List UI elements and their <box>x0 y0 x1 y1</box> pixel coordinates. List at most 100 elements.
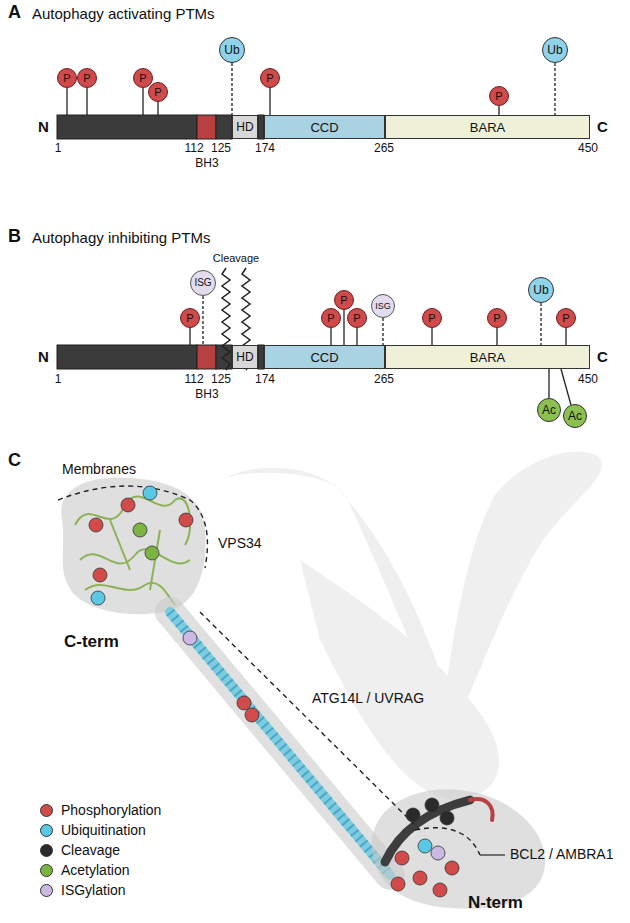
illustration-shape <box>110 520 160 590</box>
illustration-shape <box>445 861 459 875</box>
node-text: Ub <box>533 284 548 296</box>
region-label: VPS34 <box>218 535 262 551</box>
phospho-circle: P <box>556 308 576 328</box>
legend-row: Cleavage <box>40 842 120 858</box>
hd-domain: HD <box>232 115 258 139</box>
illustration-shape <box>433 883 447 897</box>
node-text: CCD <box>310 351 338 364</box>
helix <box>170 612 390 875</box>
illustration-shape <box>200 612 420 830</box>
illustration-shape <box>496 328 497 345</box>
legend-row: Ubiquitination <box>40 822 146 838</box>
terminus-label: N <box>38 118 49 135</box>
node-text: ISG <box>194 278 211 288</box>
phospho-circle: P <box>57 68 77 88</box>
illustration-shape <box>415 828 480 855</box>
node-text: CCD <box>310 121 338 134</box>
illustration-shape <box>237 696 251 710</box>
illustration-shape <box>413 871 427 885</box>
panel-letter: A <box>8 2 21 23</box>
node-text: P <box>83 73 90 84</box>
illustration-shape <box>470 799 493 820</box>
illustration-shape <box>121 498 135 512</box>
illustration-shape <box>197 345 216 369</box>
region-outlines <box>58 486 480 855</box>
ccd-domain: CCD <box>264 345 385 369</box>
illustration-shape <box>216 115 232 139</box>
legend-swatch <box>40 884 53 897</box>
node-text: P <box>186 313 193 324</box>
illustration-shape <box>179 513 193 527</box>
illustration-shape <box>170 612 390 875</box>
node-text: BARA <box>470 121 505 134</box>
terminus-label: N-term <box>468 893 523 913</box>
domain-bar-b <box>57 345 264 369</box>
illustration-shape <box>498 106 499 115</box>
residue-number: 265 <box>374 373 394 387</box>
legend-text: Acetylation <box>61 862 129 878</box>
illustration-shape <box>561 369 571 405</box>
node-text: BARA <box>470 351 505 364</box>
phospho-circle: P <box>347 308 367 328</box>
ptm-stems-a <box>67 63 555 115</box>
residue-number: 112 <box>184 373 203 387</box>
illustration-shape <box>431 328 432 345</box>
legend-swatch <box>40 844 53 857</box>
node-text: HD <box>236 121 253 133</box>
illustration-shape <box>66 88 67 115</box>
node-text: P <box>562 313 569 324</box>
domain-label: BH3 <box>195 157 218 171</box>
illustration-shape <box>406 808 420 822</box>
illustration-shape <box>157 102 158 115</box>
residue-number: 1 <box>55 142 62 156</box>
phospho-circle: P <box>77 68 97 88</box>
isg-circle: ISG <box>190 270 216 296</box>
illustration-shape <box>225 452 602 740</box>
residue-number: 112 <box>184 142 203 156</box>
residue-number: 265 <box>374 142 394 156</box>
domain-bar-a <box>57 115 264 139</box>
domain-label: BH3 <box>195 388 218 402</box>
ubiquitin-circle: Ub <box>219 37 245 63</box>
panel-letter: B <box>8 226 21 247</box>
illustration-shape <box>189 328 190 345</box>
bara-domain: BARA <box>385 115 590 139</box>
residue-number: 450 <box>578 142 598 156</box>
residue-number: 174 <box>255 142 275 156</box>
terminus-label: C <box>597 348 608 365</box>
phospho-circle: P <box>260 68 280 88</box>
terminus-label: N <box>38 348 49 365</box>
node-text: P <box>139 73 146 84</box>
illustration-shape <box>269 88 270 115</box>
illustration-shape <box>75 496 190 545</box>
illustration-shape <box>395 851 409 865</box>
illustration-shape <box>142 88 143 115</box>
legend-text: Cleavage <box>61 842 120 858</box>
illustration-shape <box>222 268 230 370</box>
illustration-shape <box>75 496 190 605</box>
terminus-label: C <box>597 118 608 135</box>
legend-swatch <box>40 804 53 817</box>
node-text: P <box>353 313 360 324</box>
node-text: ISG <box>375 302 391 311</box>
illustration-shape <box>93 568 107 582</box>
cleavage-label: Cleavage <box>213 252 259 265</box>
node-text: P <box>266 73 273 84</box>
illustration-shape <box>202 296 203 345</box>
node-text: Ac <box>542 404 556 416</box>
terminus-label: C-term <box>64 632 119 652</box>
illustration-shape <box>300 560 499 800</box>
hd-domain: HD <box>232 345 258 369</box>
node-text: Ac <box>568 410 582 422</box>
legend-row: Acetylation <box>40 862 129 878</box>
phospho-circle: P <box>489 86 509 106</box>
illustration-shape <box>57 345 197 369</box>
illustration-shape <box>231 63 232 115</box>
phospho-circle: P <box>422 308 442 328</box>
node-text: P <box>154 87 161 98</box>
node-text: P <box>493 313 500 324</box>
illustration-shape <box>89 518 103 532</box>
illustration-shape <box>197 115 216 139</box>
legend-row: Phosphorylation <box>40 802 161 818</box>
